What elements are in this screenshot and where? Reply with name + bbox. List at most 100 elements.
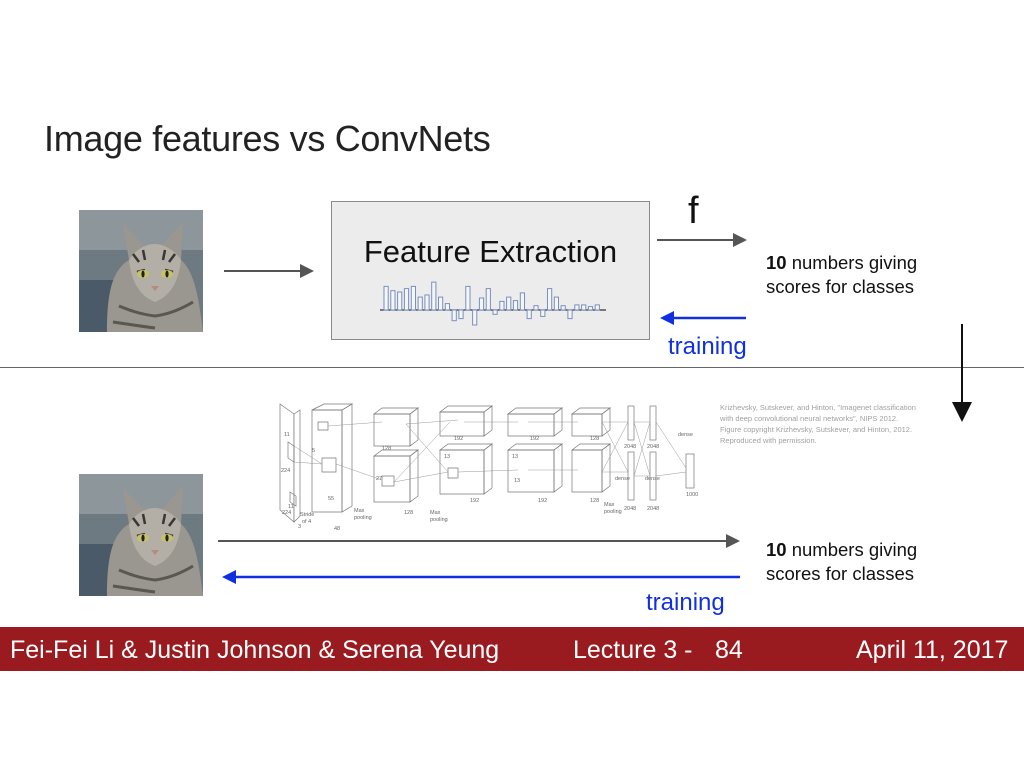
histogram-bar [465, 285, 471, 311]
conv3-layer [438, 405, 494, 495]
citation-line-1: Krizhevsky, Sutskever, and Hinton, "Imag… [720, 403, 916, 412]
label-2048b: 2048 [647, 444, 659, 450]
histogram-bar [383, 285, 389, 311]
label-55: 55 [328, 496, 334, 502]
network-labels: 224 224 3 11 11 5 55 48 Stride of 4 128 … [281, 432, 698, 532]
training-label-bottom: training [646, 589, 725, 616]
histogram-bar [540, 309, 546, 317]
label-13a: 13 [444, 454, 450, 460]
histogram-bar [458, 309, 464, 320]
label-maxpool-a1: Max [354, 508, 365, 514]
histogram-bar [499, 300, 505, 311]
label-192b: 192 [470, 498, 479, 504]
histogram-bar [485, 288, 491, 311]
label-2048d: 2048 [647, 506, 659, 512]
scores-line1-top: numbers giving [786, 252, 918, 273]
histogram-bar [438, 296, 444, 311]
histogram-bar [444, 303, 451, 311]
label-11b: 11 [288, 504, 294, 510]
conv2-layer [372, 407, 420, 503]
histogram-bar [472, 309, 478, 326]
scores-count-bottom: 10 [766, 539, 787, 560]
scores-line2-top: scores for classes [766, 276, 915, 297]
label-maxpool-c2: pooling [604, 509, 622, 515]
histogram-bar [512, 300, 519, 311]
down-arrow [952, 324, 972, 422]
feature-extraction-label: Feature Extraction [363, 234, 618, 269]
training-arrow-top [660, 311, 746, 325]
histogram-bar [581, 304, 587, 311]
label-2048a: 2048 [624, 444, 636, 450]
histogram-bar [587, 306, 594, 311]
feature-extraction-box: Feature Extraction [331, 201, 650, 340]
histogram-bar [410, 285, 416, 311]
training-arrow-bottom [222, 570, 740, 584]
label-3: 3 [298, 524, 301, 530]
footer-lecture: Lecture 3 - [573, 636, 693, 664]
label-128c: 128 [590, 436, 599, 442]
cat-image-top [79, 210, 203, 332]
scores-line1-bottom: numbers giving [786, 539, 918, 560]
conv4-layer [506, 407, 564, 493]
cat-image-bottom [79, 474, 203, 596]
citation-line-3: Figure copyright Krizhevsky, Sutskever, … [720, 425, 913, 434]
label-dense-b: dense [645, 476, 660, 482]
slide-title: Image features vs ConvNets [44, 118, 491, 159]
histogram-bar [574, 304, 580, 311]
histogram-bar [397, 291, 403, 311]
training-label-top: training [668, 333, 747, 360]
label-128a: 128 [382, 446, 391, 452]
label-2048c: 2048 [624, 506, 636, 512]
label-11a: 11 [284, 432, 290, 438]
histogram-bar [431, 281, 437, 311]
histogram-bar [451, 309, 457, 322]
scores-text-bottom: 10 numbers giving scores for classes [766, 538, 917, 586]
histogram-bar [478, 297, 485, 311]
histogram-bar [594, 304, 600, 311]
conv1-layer [311, 403, 354, 513]
label-27: 27 [376, 476, 382, 482]
dense-layers [627, 405, 695, 501]
feature-histogram [380, 281, 606, 326]
label-13c: 13 [514, 478, 520, 484]
histogram-bar [533, 305, 539, 311]
footer-date: April 11, 2017 [856, 636, 1009, 664]
output-arrow-bottom [218, 534, 740, 548]
citation: Krizhevsky, Sutskever, and Hinton, "Imag… [720, 402, 935, 446]
label-128d: 128 [590, 498, 599, 504]
label-dense-a: dense [615, 476, 630, 482]
label-48: 48 [334, 526, 340, 532]
input-layer [279, 403, 301, 523]
label-maxpool-b2: pooling [430, 517, 448, 523]
label-of4: of 4 [302, 519, 311, 525]
input-arrow-top [224, 264, 314, 278]
histogram-bar [547, 288, 553, 311]
label-128b: 128 [404, 510, 413, 516]
scores-line2-bottom: scores for classes [766, 563, 915, 584]
scores-count-top: 10 [766, 252, 787, 273]
label-dense-c: dense [678, 432, 693, 438]
alexnet-diagram: 224 224 3 11 11 5 55 48 Stride of 4 128 … [279, 403, 698, 532]
label-stride: Stride [300, 512, 314, 518]
label-192a: 192 [454, 436, 463, 442]
label-maxpool-c1: Max [604, 502, 615, 508]
label-13b: 13 [512, 454, 518, 460]
label-224b: 224 [282, 510, 291, 516]
label-224a: 224 [281, 468, 290, 474]
label-1000: 1000 [686, 492, 698, 498]
label-maxpool-a2: pooling [354, 515, 372, 521]
histogram-bar [390, 290, 396, 311]
citation-line-2: with deep convolutional neural networks"… [720, 414, 899, 423]
label-maxpool-b1: Max [430, 510, 441, 516]
histogram-bar [492, 309, 498, 315]
section-divider [0, 367, 1024, 368]
histogram-bar [553, 296, 560, 311]
histogram-bar [560, 305, 566, 311]
label-192d: 192 [538, 498, 547, 504]
cat-illustration [79, 474, 203, 596]
footer-bar: Fei-Fei Li & Justin Johnson & Serena Yeu… [0, 627, 1024, 671]
output-arrow-top [657, 233, 747, 247]
histogram-bar [526, 309, 532, 320]
histogram-bar [424, 294, 430, 311]
label-5: 5 [312, 448, 315, 454]
